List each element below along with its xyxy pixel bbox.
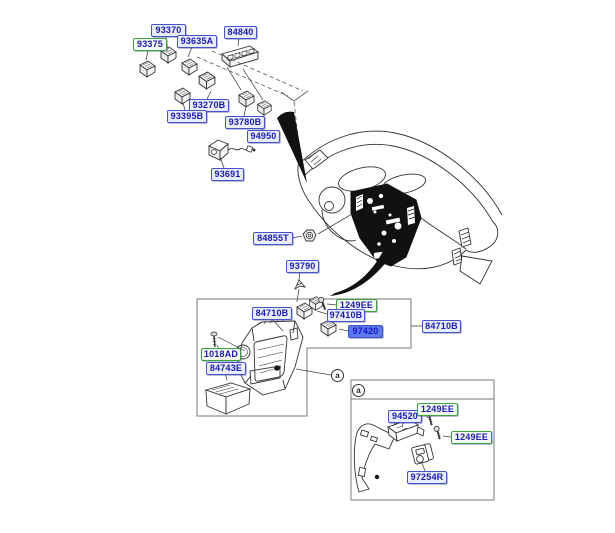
part-label-1249ee-3[interactable]: 1249EE	[451, 431, 492, 444]
part-label-93780b[interactable]: 93780B	[225, 116, 265, 129]
part-label-97410b[interactable]: 97410B	[327, 309, 365, 322]
arrow-to-dashboard	[277, 111, 307, 183]
inset-97254r-drawing	[411, 443, 434, 465]
part-label-94950[interactable]: 94950	[247, 130, 280, 143]
projection-lines	[196, 50, 309, 147]
part-label-93635a[interactable]: 93635A	[177, 35, 217, 48]
facia-group-box	[196, 298, 412, 417]
part-label-93370[interactable]: 93370	[151, 24, 186, 37]
part-label-97254r[interactable]: 97254R	[407, 471, 447, 484]
inset-crash-pad-drawing	[353, 423, 396, 493]
part-label-93375[interactable]: 93375	[133, 38, 167, 51]
part-label-93270b[interactable]: 93270B	[189, 99, 229, 112]
part-label-94520[interactable]: 94520	[388, 410, 422, 423]
tray-84743e-drawing	[204, 382, 252, 415]
part-label-84743e[interactable]: 84743E	[206, 362, 246, 375]
part-label-84855t[interactable]: 84855T	[253, 232, 293, 245]
arrow-to-facia	[330, 249, 391, 296]
facia-panel-84710b-drawing	[235, 319, 304, 396]
clip-93790-drawing	[294, 279, 307, 291]
switch-cluster-84840-drawing	[221, 45, 259, 68]
view-callout-a: a	[331, 369, 344, 382]
part-label-84710b-right[interactable]: 84710B	[422, 320, 461, 333]
part-label-1018ad[interactable]: 1018AD	[201, 348, 241, 361]
part-label-93790[interactable]: 93790	[286, 260, 319, 273]
part-label-84840[interactable]: 84840	[224, 26, 257, 39]
part-label-84710b-left[interactable]: 84710B	[252, 307, 292, 320]
part-label-93691[interactable]: 93691	[211, 168, 244, 181]
inset-view-callout-a: a	[352, 384, 365, 397]
relay-93691-drawing	[208, 139, 256, 161]
part-label-93395b[interactable]: 93395B	[167, 110, 207, 123]
screw-1018ad-drawing	[210, 331, 246, 352]
leader-lines	[145, 36, 452, 472]
part-label-97420-highlighted[interactable]: 97420	[348, 325, 383, 338]
nut-84855t-drawing	[302, 229, 317, 242]
part-label-1249ee-2[interactable]: 1249EE	[417, 403, 458, 416]
